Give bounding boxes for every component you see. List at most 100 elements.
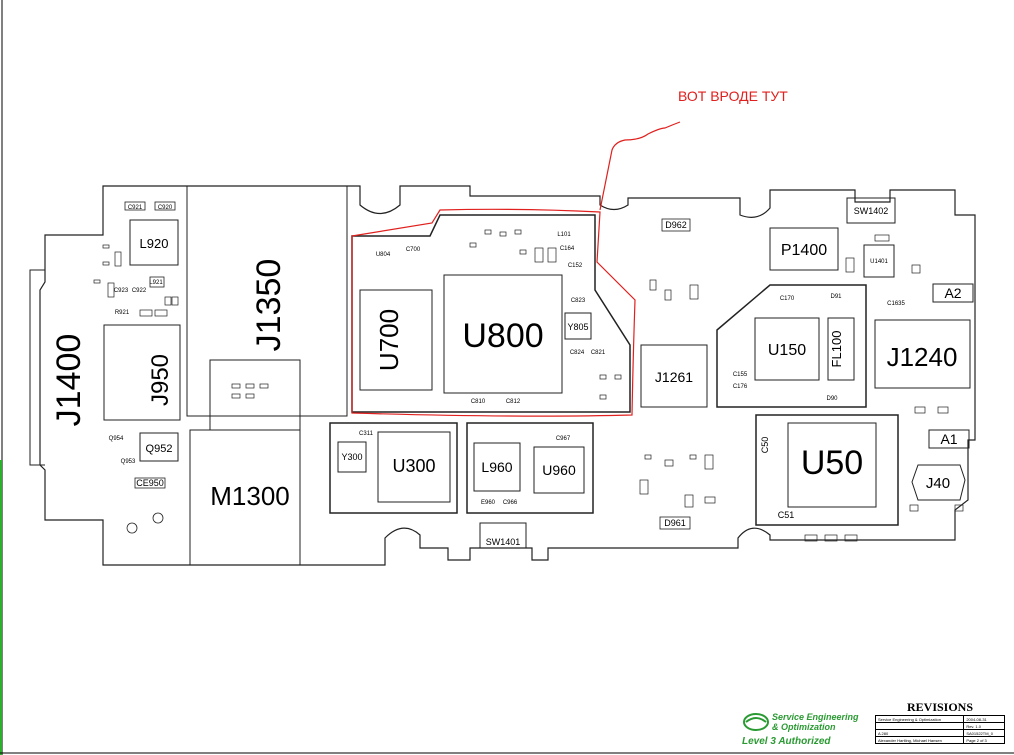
m1300-label: M1300 <box>210 481 290 511</box>
u50-label: U50 <box>801 444 863 482</box>
c164-label: C164 <box>560 246 575 252</box>
a2-label: A2 <box>944 285 961 301</box>
l920-outline <box>129 219 179 266</box>
d961-label: D961 <box>664 518 686 528</box>
p1400-outline <box>769 227 839 271</box>
j950-label: J950 <box>147 354 174 406</box>
c922-label: C922 <box>132 288 147 294</box>
d962-label: D962 <box>665 220 687 230</box>
u150-label: U150 <box>768 342 806 359</box>
m1300-outline <box>189 429 301 566</box>
sw1401-outline <box>479 522 527 549</box>
q952-label: Q952 <box>146 443 173 455</box>
u150-outline <box>754 317 820 381</box>
small-components <box>93 229 964 542</box>
u960-shield <box>466 422 594 514</box>
u50-outline <box>787 422 877 508</box>
j40-label: J40 <box>926 475 950 492</box>
q954-label: Q954 <box>109 436 124 442</box>
table-cell: 2004-08-31 <box>963 715 1005 723</box>
c966-label: C966 <box>503 500 518 506</box>
c152-label: C152 <box>568 263 583 269</box>
u300-label: U300 <box>392 456 435 476</box>
c923-label: C923 <box>114 288 129 294</box>
table-cell: SA01522TM_0 <box>963 729 1005 737</box>
u1401-outline <box>863 244 895 278</box>
p1400-label: P1400 <box>781 242 827 259</box>
logo-line3: Level 3 Authorized <box>742 736 831 747</box>
d90-label: D90 <box>826 396 838 402</box>
table-cell: Page 2 of 3 <box>963 736 1005 744</box>
logo-line1: Service Engineering <box>772 712 859 722</box>
l960-label: L960 <box>481 459 512 475</box>
j1261-label: J1261 <box>655 369 693 385</box>
j1350-inner <box>209 359 301 431</box>
u800-outline <box>443 274 563 394</box>
c170-label: C170 <box>780 296 795 302</box>
c921-pad <box>124 201 146 211</box>
table-cell: A 280 <box>874 729 965 737</box>
c810-label: C810 <box>471 399 486 405</box>
fl100-outline <box>827 317 855 381</box>
sw1402-label: SW1402 <box>854 206 889 216</box>
u700-outline <box>359 289 433 391</box>
c967-label: C967 <box>556 436 571 442</box>
c812-label: C812 <box>506 399 521 405</box>
j1400-tab <box>29 269 45 466</box>
c921-label: C921 <box>128 205 143 211</box>
c821-label: C821 <box>591 350 606 356</box>
j950-outline <box>103 324 181 421</box>
l101-label: L101 <box>557 232 571 238</box>
a1-outline <box>928 429 970 449</box>
revisions-block: REVISIONS Service Engineering & Optimiza… <box>874 700 1005 744</box>
u300-shield <box>329 422 458 514</box>
highlight-pointer <box>599 121 681 211</box>
c824-label: C824 <box>570 350 585 356</box>
test-point-2 <box>152 512 164 524</box>
e960-label: E960 <box>481 500 496 506</box>
c311-label: C311 <box>359 431 374 437</box>
c1635-label: C1635 <box>887 301 905 307</box>
c176-label: C176 <box>733 384 748 390</box>
y805-outline <box>564 312 592 340</box>
j1350-label: J1350 <box>250 259 288 352</box>
test-point-1 <box>126 522 138 534</box>
service-logo: Service Engineering & Optimization Level… <box>742 712 859 747</box>
c823-label: C823 <box>571 298 586 304</box>
q952-outline <box>139 432 179 462</box>
c700-label: C700 <box>406 247 421 253</box>
u700-label: U700 <box>374 309 404 371</box>
u50-shield <box>755 414 899 526</box>
j1240-outline <box>874 319 971 389</box>
u804-label: U804 <box>376 252 391 258</box>
u960-label: U960 <box>542 462 576 478</box>
table-cell: Rev. 1.0 <box>963 722 1005 730</box>
revisions-title: REVISIONS <box>906 700 974 714</box>
y300-label: Y300 <box>341 452 362 462</box>
r921-label: R921 <box>115 310 130 316</box>
a1-label: A1 <box>940 431 957 447</box>
table-row: Rev. 1.0 <box>874 722 1005 730</box>
d962-pad <box>661 218 691 232</box>
sw1402-outline <box>846 197 896 224</box>
c50-label: C50 <box>760 437 770 454</box>
j1350-outline <box>186 185 348 417</box>
globe-icon <box>743 713 769 731</box>
j1240-label: J1240 <box>887 342 958 372</box>
u800-label: U800 <box>462 317 543 355</box>
l921-label: L921 <box>149 280 163 286</box>
annotation-note: ВОТ ВРОДЕ ТУТ <box>678 88 788 104</box>
sw1401-label: SW1401 <box>486 537 521 547</box>
d961-pad <box>659 516 691 530</box>
c920-pad <box>154 201 176 211</box>
l921-pad <box>149 276 165 288</box>
ce950-pad <box>134 477 166 489</box>
c920-label: C920 <box>158 205 173 211</box>
j40-outline <box>911 464 966 501</box>
table-cell <box>874 722 965 730</box>
